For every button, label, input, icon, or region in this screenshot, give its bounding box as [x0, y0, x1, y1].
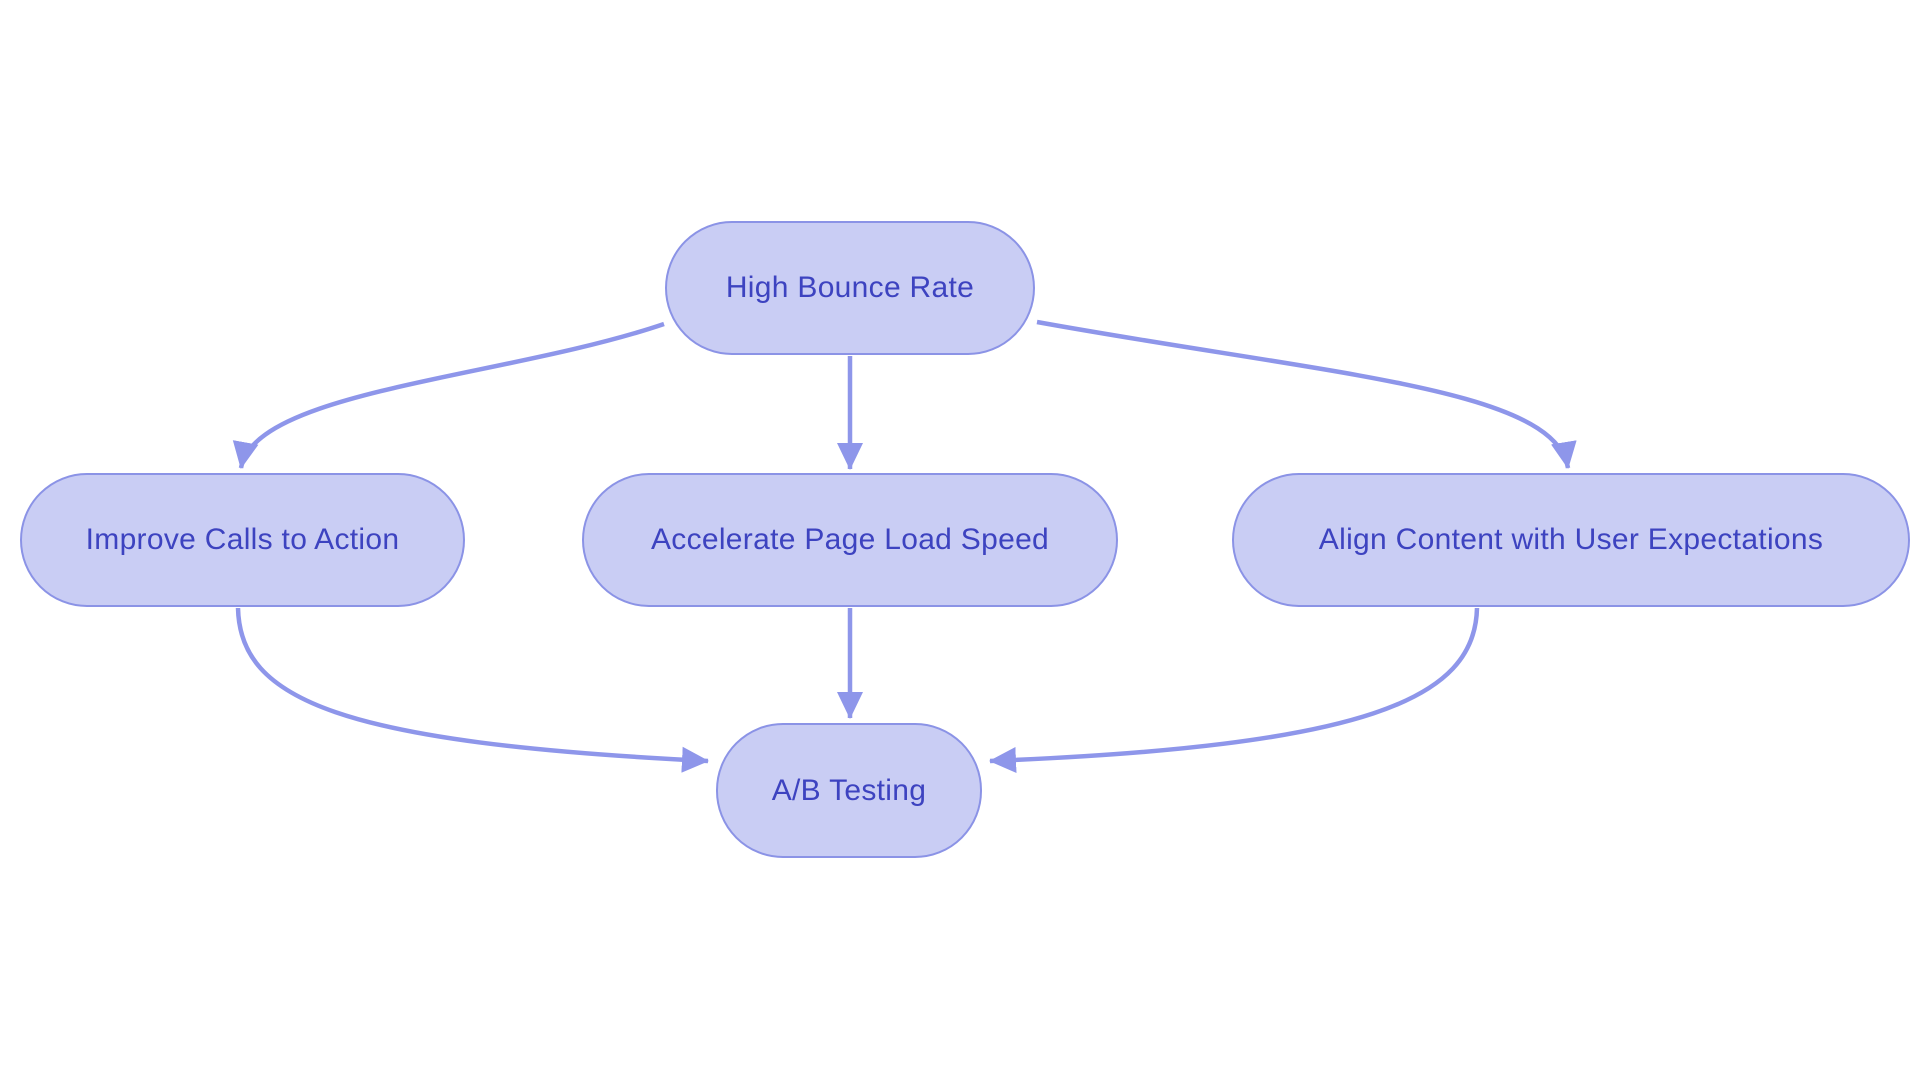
node-high-bounce-rate-label: High Bounce Rate — [725, 271, 975, 304]
node-align-content-with-user-expectations: Align Content with User Expectations — [1232, 473, 1910, 607]
node-improve-calls-to-action-label: Improve Calls to Action — [85, 523, 400, 556]
edge-improvectas-to-abtesting — [235, 607, 709, 773]
node-accelerate-page-load-speed-label: Accelerate Page Load Speed — [650, 523, 1050, 556]
node-accelerate-page-load-speed: Accelerate Page Load Speed — [582, 473, 1118, 607]
node-align-content-with-user-expectations-label: Align Content with User Expectations — [1318, 523, 1824, 556]
node-high-bounce-rate: High Bounce Rate — [665, 221, 1035, 355]
node-improve-calls-to-action: Improve Calls to Action — [20, 473, 465, 607]
node-ab-testing-label: A/B Testing — [771, 773, 927, 807]
node-ab-testing: A/B Testing — [716, 723, 982, 858]
edge-highbounce-to-improvectas — [232, 321, 665, 469]
edge-aligncontent-to-abtesting — [989, 607, 1480, 773]
edge-highbounce-to-aligncontent — [1036, 319, 1577, 469]
